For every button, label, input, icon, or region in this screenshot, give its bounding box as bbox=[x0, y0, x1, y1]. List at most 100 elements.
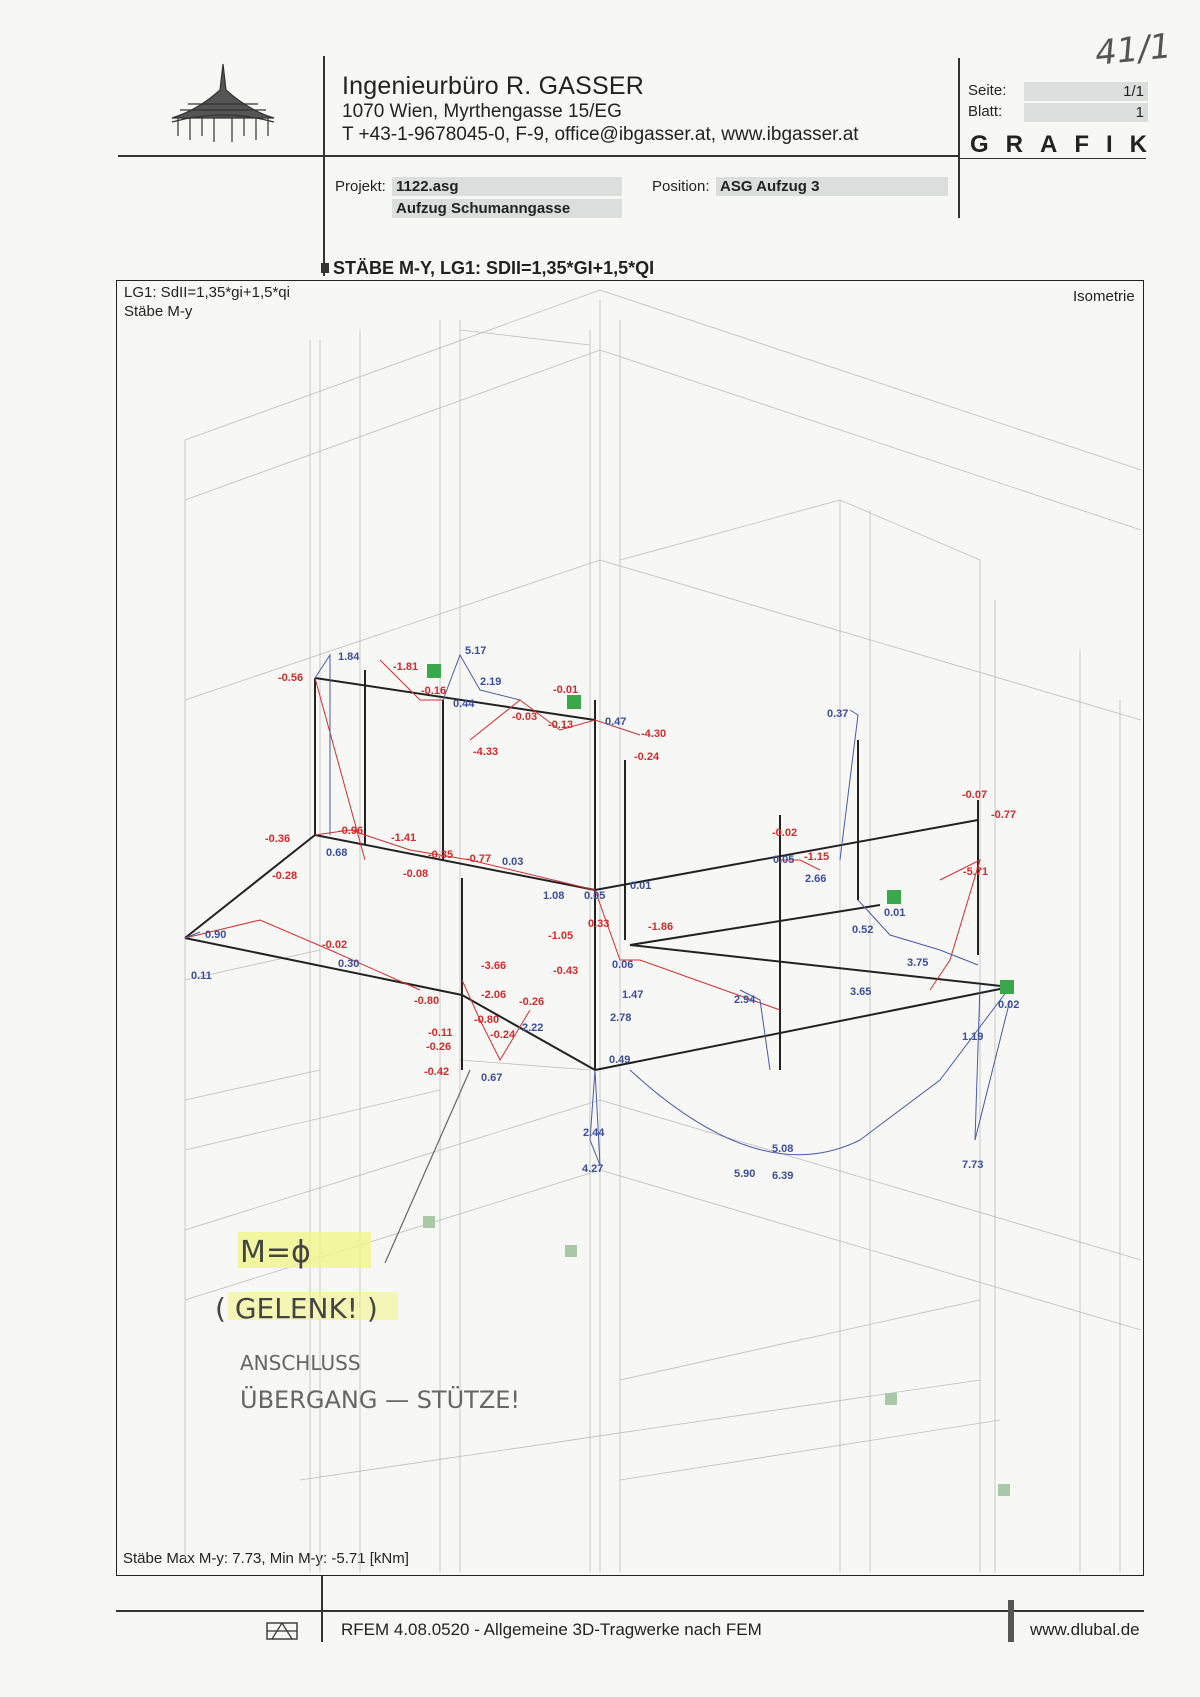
moment-value-negative-24: -0.02 bbox=[322, 939, 347, 951]
moment-value-negative-29: -0.26 bbox=[519, 996, 544, 1008]
header-divider-right bbox=[958, 58, 960, 218]
company-contact: T +43-1-9678045-0, F-9, office@ibgasser.… bbox=[342, 124, 859, 145]
moment-value-negative-17: -0.28 bbox=[272, 870, 297, 882]
moment-value-negative-12: -1.15 bbox=[804, 851, 829, 863]
footer-website: www.dlubal.de bbox=[1030, 1620, 1140, 1639]
moment-value-negative-21: -1.05 bbox=[548, 930, 573, 942]
moment-value-negative-10: -0.77 bbox=[991, 809, 1016, 821]
projekt-name: Aufzug Schumanngasse bbox=[392, 199, 622, 218]
moment-diagram-negative bbox=[184, 659, 981, 1062]
moment-value-positive-33: 6.39 bbox=[772, 1170, 793, 1182]
moment-value-negative-13: -5.71 bbox=[963, 866, 988, 878]
footer-logo bbox=[266, 1622, 298, 1640]
moment-value-negative-6: -4.30 bbox=[641, 728, 666, 740]
moment-value-positive-32: 5.90 bbox=[734, 1168, 755, 1180]
moment-value-negative-11: -0.02 bbox=[772, 827, 797, 839]
moment-value-positive-28: 0.67 bbox=[481, 1072, 502, 1084]
moment-value-negative-27: -0.80 bbox=[414, 995, 439, 1007]
moment-value-negative-31: -0.80 bbox=[474, 1014, 499, 1026]
moment-value-positive-22: 2.94 bbox=[734, 994, 756, 1006]
seite-label: Seite: bbox=[968, 82, 1007, 99]
moment-value-positive-4: 0.47 bbox=[605, 716, 626, 728]
moment-value-negative-2: -0.16 bbox=[421, 685, 446, 697]
moment-value-negative-8: -0.24 bbox=[634, 751, 660, 763]
hand-note-gelenk: ( GELENK! ) bbox=[215, 1292, 378, 1325]
company-logo bbox=[171, 63, 275, 142]
moment-value-negative-0: -0.56 bbox=[278, 672, 303, 684]
moment-value-positive-30: 4.27 bbox=[582, 1163, 603, 1175]
company-name: Ingenieurbüro R. GASSER bbox=[342, 72, 644, 100]
moment-value-negative-5: -0.13 bbox=[548, 719, 573, 731]
moment-value-positive-15: 0.90 bbox=[205, 929, 226, 941]
moment-value-negative-28: -2.06 bbox=[481, 989, 506, 1001]
position-label: Position: bbox=[652, 178, 710, 195]
moment-value-negative-15: -0.96 bbox=[338, 825, 363, 837]
section-marker bbox=[321, 263, 329, 273]
footer-divider-left bbox=[321, 1576, 323, 1642]
blatt-label: Blatt: bbox=[968, 103, 1003, 120]
moment-value-positive-25: 2.78 bbox=[610, 1012, 631, 1024]
moment-value-negative-7: -4.33 bbox=[473, 746, 498, 758]
plot-summary: Stäbe Max M-y: 7.73, Min M-y: -5.71 [kNm… bbox=[123, 1550, 409, 1567]
header-rule-right bbox=[960, 158, 1146, 160]
moment-value-positive-29: 2.44 bbox=[583, 1127, 605, 1139]
moment-value-negative-18: -0.08 bbox=[403, 868, 428, 880]
hand-note-moment-zero: M=ϕ bbox=[240, 1235, 311, 1270]
seite-value: 1/1 bbox=[1024, 82, 1148, 101]
projekt-label: Projekt: bbox=[335, 178, 386, 195]
moment-value-positive-10: 1.08 bbox=[543, 890, 564, 902]
moment-value-positive-20: 3.65 bbox=[850, 986, 871, 998]
moment-value-negative-32: -0.24 bbox=[490, 1029, 516, 1041]
moment-value-positive-34: 7.73 bbox=[962, 1159, 983, 1171]
support-markers bbox=[427, 664, 1014, 994]
header-rule-top bbox=[118, 155, 960, 157]
moment-diagram-positive bbox=[184, 653, 1011, 1166]
moment-value-positive-11: 0.05 bbox=[584, 890, 605, 902]
moment-value-positive-13: 0.01 bbox=[884, 907, 905, 919]
hand-note-uebergang: ÜBERGANG — STÜTZE! bbox=[240, 1385, 520, 1414]
isometric-model-drawing: -0.56-1.81-0.16-0.01-0.03-0.13-4.30-4.33… bbox=[184, 289, 1141, 1572]
moment-value-negative-14: -0.36 bbox=[265, 833, 290, 845]
support-markers-faint bbox=[423, 1216, 1010, 1496]
plot-view-label: Isometrie bbox=[1073, 288, 1135, 305]
moment-value-negative-19: -0.35 bbox=[428, 849, 453, 861]
moment-value-positive-0: 1.84 bbox=[338, 651, 360, 663]
blatt-value: 1 bbox=[1024, 103, 1148, 122]
moment-value-positive-5: 0.37 bbox=[827, 708, 848, 720]
plot-load-case: LG1: SdII=1,35*gi+1,5*qi bbox=[124, 284, 290, 301]
moment-value-positive-27: 0.49 bbox=[609, 1054, 630, 1066]
moment-value-positive-14: 0.52 bbox=[852, 924, 873, 936]
moment-value-positive-17: 0.30 bbox=[338, 958, 359, 970]
section-title: STÄBE M-Y, LG1: SDII=1,35*GI+1,5*QI bbox=[333, 258, 655, 278]
moment-value-positive-12: 0.01 bbox=[630, 880, 651, 892]
header-divider-left bbox=[323, 56, 325, 276]
company-address: 1070 Wien, Myrthengasse 15/EG bbox=[342, 101, 622, 122]
moment-value-positive-1: 5.17 bbox=[465, 645, 486, 657]
moment-value-negative-1: -1.81 bbox=[393, 661, 418, 673]
moment-value-positive-18: 0.06 bbox=[612, 959, 633, 971]
grafik-heading: GRAFIK bbox=[970, 131, 1164, 158]
projekt-code: 1122.asg bbox=[392, 177, 622, 196]
moment-value-positive-16: 0.11 bbox=[191, 970, 212, 982]
moment-value-negative-33: -0.26 bbox=[426, 1041, 451, 1053]
moment-value-positive-23: 0.02 bbox=[998, 999, 1019, 1011]
moment-value-negative-16: -1.41 bbox=[391, 832, 416, 844]
moment-value-positive-6: 0.05 bbox=[773, 854, 794, 866]
moment-value-negative-23: -1.86 bbox=[648, 921, 673, 933]
moment-values-negative: -0.56-1.81-0.16-0.01-0.03-0.13-4.30-4.33… bbox=[265, 661, 1016, 1078]
handwritten-annotation: M=ϕ ( GELENK! ) ANSCHLUSS ÜBERGANG — STÜ… bbox=[215, 1069, 520, 1414]
moment-value-negative-22: 0.33 bbox=[588, 918, 609, 930]
footer-software: RFEM 4.08.0520 - Allgemeine 3D-Tragwerke… bbox=[341, 1620, 762, 1639]
moment-value-negative-4: -0.03 bbox=[512, 711, 537, 723]
plot-frame bbox=[116, 280, 1144, 1576]
moment-value-positive-24: 1.19 bbox=[962, 1031, 983, 1043]
moment-value-negative-30: -0.11 bbox=[428, 1027, 452, 1039]
moment-value-positive-31: 5.08 bbox=[772, 1143, 793, 1155]
footer-rule-top bbox=[116, 1610, 1144, 1612]
moment-value-negative-26: -0.43 bbox=[553, 965, 578, 977]
handwritten-page-note: 41/1 bbox=[1093, 26, 1174, 74]
moment-value-negative-20: -0.77 bbox=[466, 853, 491, 865]
hand-note-anschluss: ANSCHLUSS bbox=[240, 1351, 361, 1375]
moment-value-positive-21: 1.47 bbox=[622, 989, 643, 1001]
plot-result-type: Stäbe M-y bbox=[124, 303, 193, 320]
